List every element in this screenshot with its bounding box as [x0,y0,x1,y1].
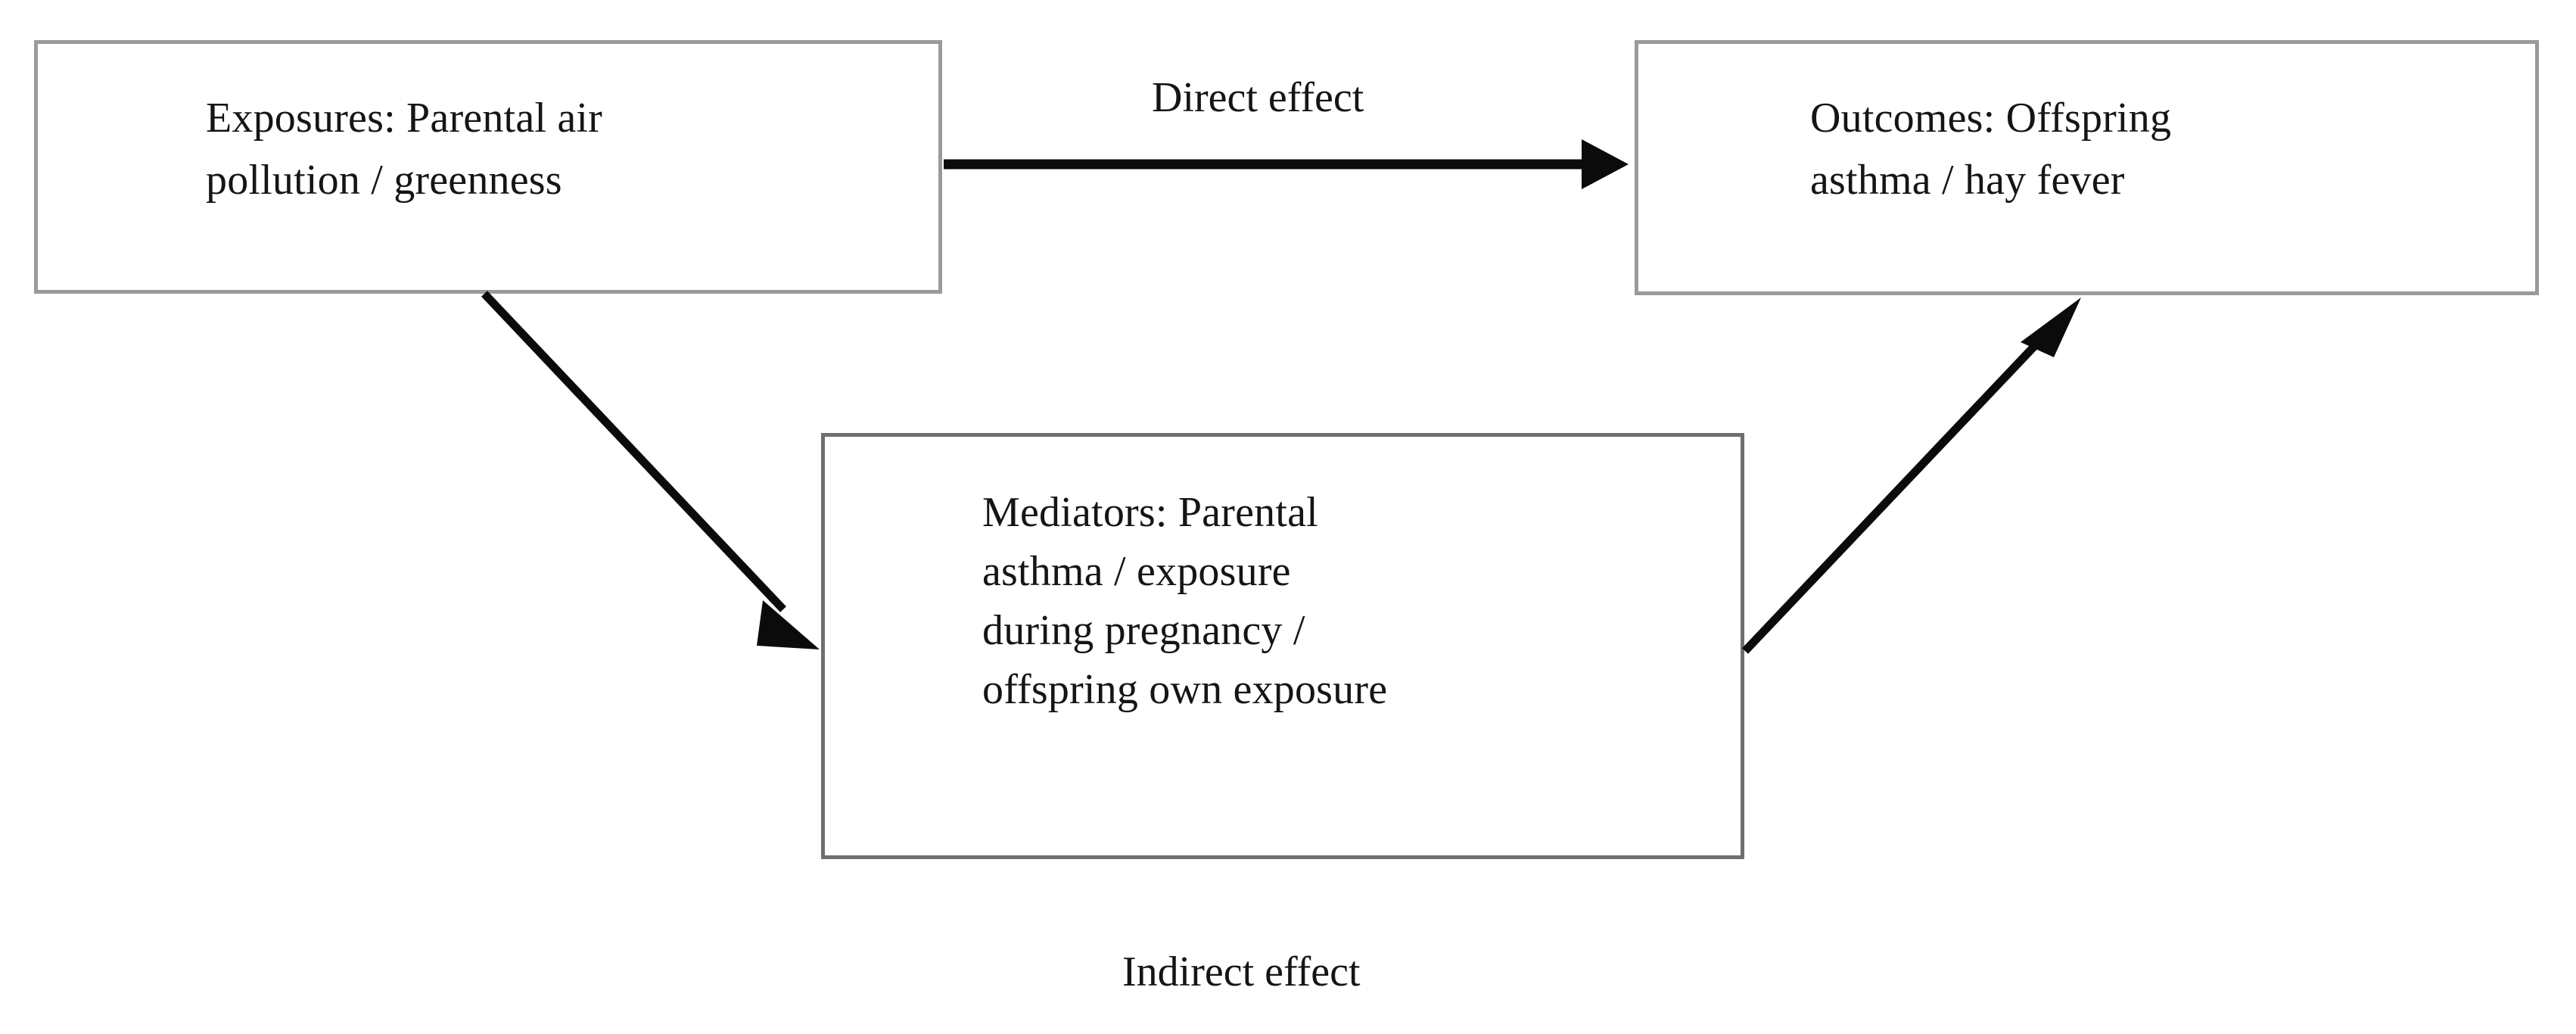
edge-label-direct-effect: Direct effect [1152,74,1364,121]
arrow-head-mediators-to-outcomes [2021,297,2081,357]
node-box-mediators[interactable] [821,433,1744,859]
node-box-exposures[interactable] [34,40,942,294]
node-label-mediators: Mediators: Parental asthma / exposure du… [982,489,1388,713]
node-label-exposures: Exposures: Parental air pollution / gree… [206,95,602,204]
node-label-outcomes: Outcomes: Offspring asthma / hay fever [1810,95,2172,204]
caption-indirect-effect: Indirect effect [1122,948,1361,995]
arrow-head-direct-effect [1582,139,1629,189]
arrow-line-exposures-to-mediators [481,291,786,612]
arrow-line-mediators-to-outcomes [1742,334,2046,654]
node-box-outcomes[interactable] [1635,40,2539,295]
arrow-head-exposures-to-mediators [757,600,820,649]
